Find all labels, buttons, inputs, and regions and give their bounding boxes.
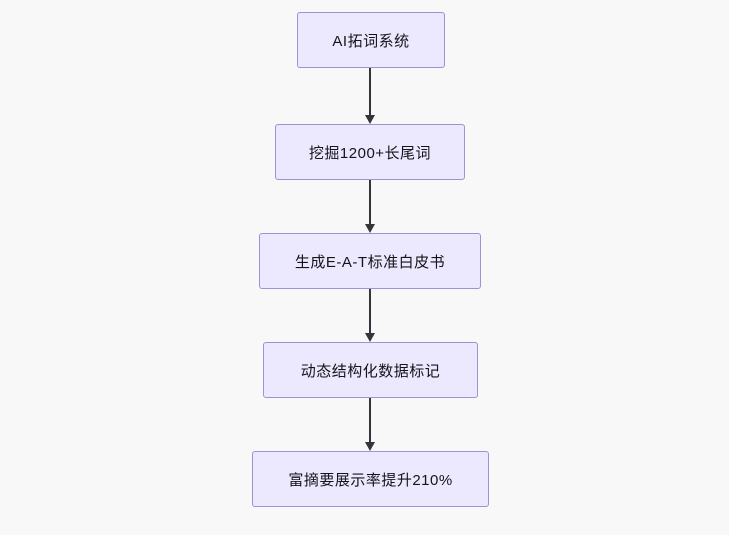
flow-node: 生成E-A-T标准白皮书	[259, 233, 481, 289]
flow-node: 动态结构化数据标记	[263, 342, 478, 398]
flow-edge	[369, 289, 371, 333]
flow-node-label: 挖掘1200+长尾词	[308, 144, 432, 162]
flow-arrowhead	[365, 333, 375, 342]
flow-node: AI拓词系统	[297, 12, 445, 68]
flow-edge	[369, 180, 371, 224]
flow-edge	[369, 68, 371, 115]
flow-node-label: AI拓词系统	[332, 32, 410, 50]
flow-node: 挖掘1200+长尾词	[275, 124, 465, 180]
flow-arrowhead	[365, 442, 375, 451]
flow-arrowhead	[365, 224, 375, 233]
flow-node: 富摘要展示率提升210%	[252, 451, 489, 507]
flow-node-label: 富摘要展示率提升210%	[288, 471, 453, 489]
flow-edge	[369, 398, 371, 442]
flow-node-label: 动态结构化数据标记	[300, 362, 441, 380]
flow-node-label: 生成E-A-T标准白皮书	[294, 253, 446, 271]
flow-arrowhead	[365, 115, 375, 124]
